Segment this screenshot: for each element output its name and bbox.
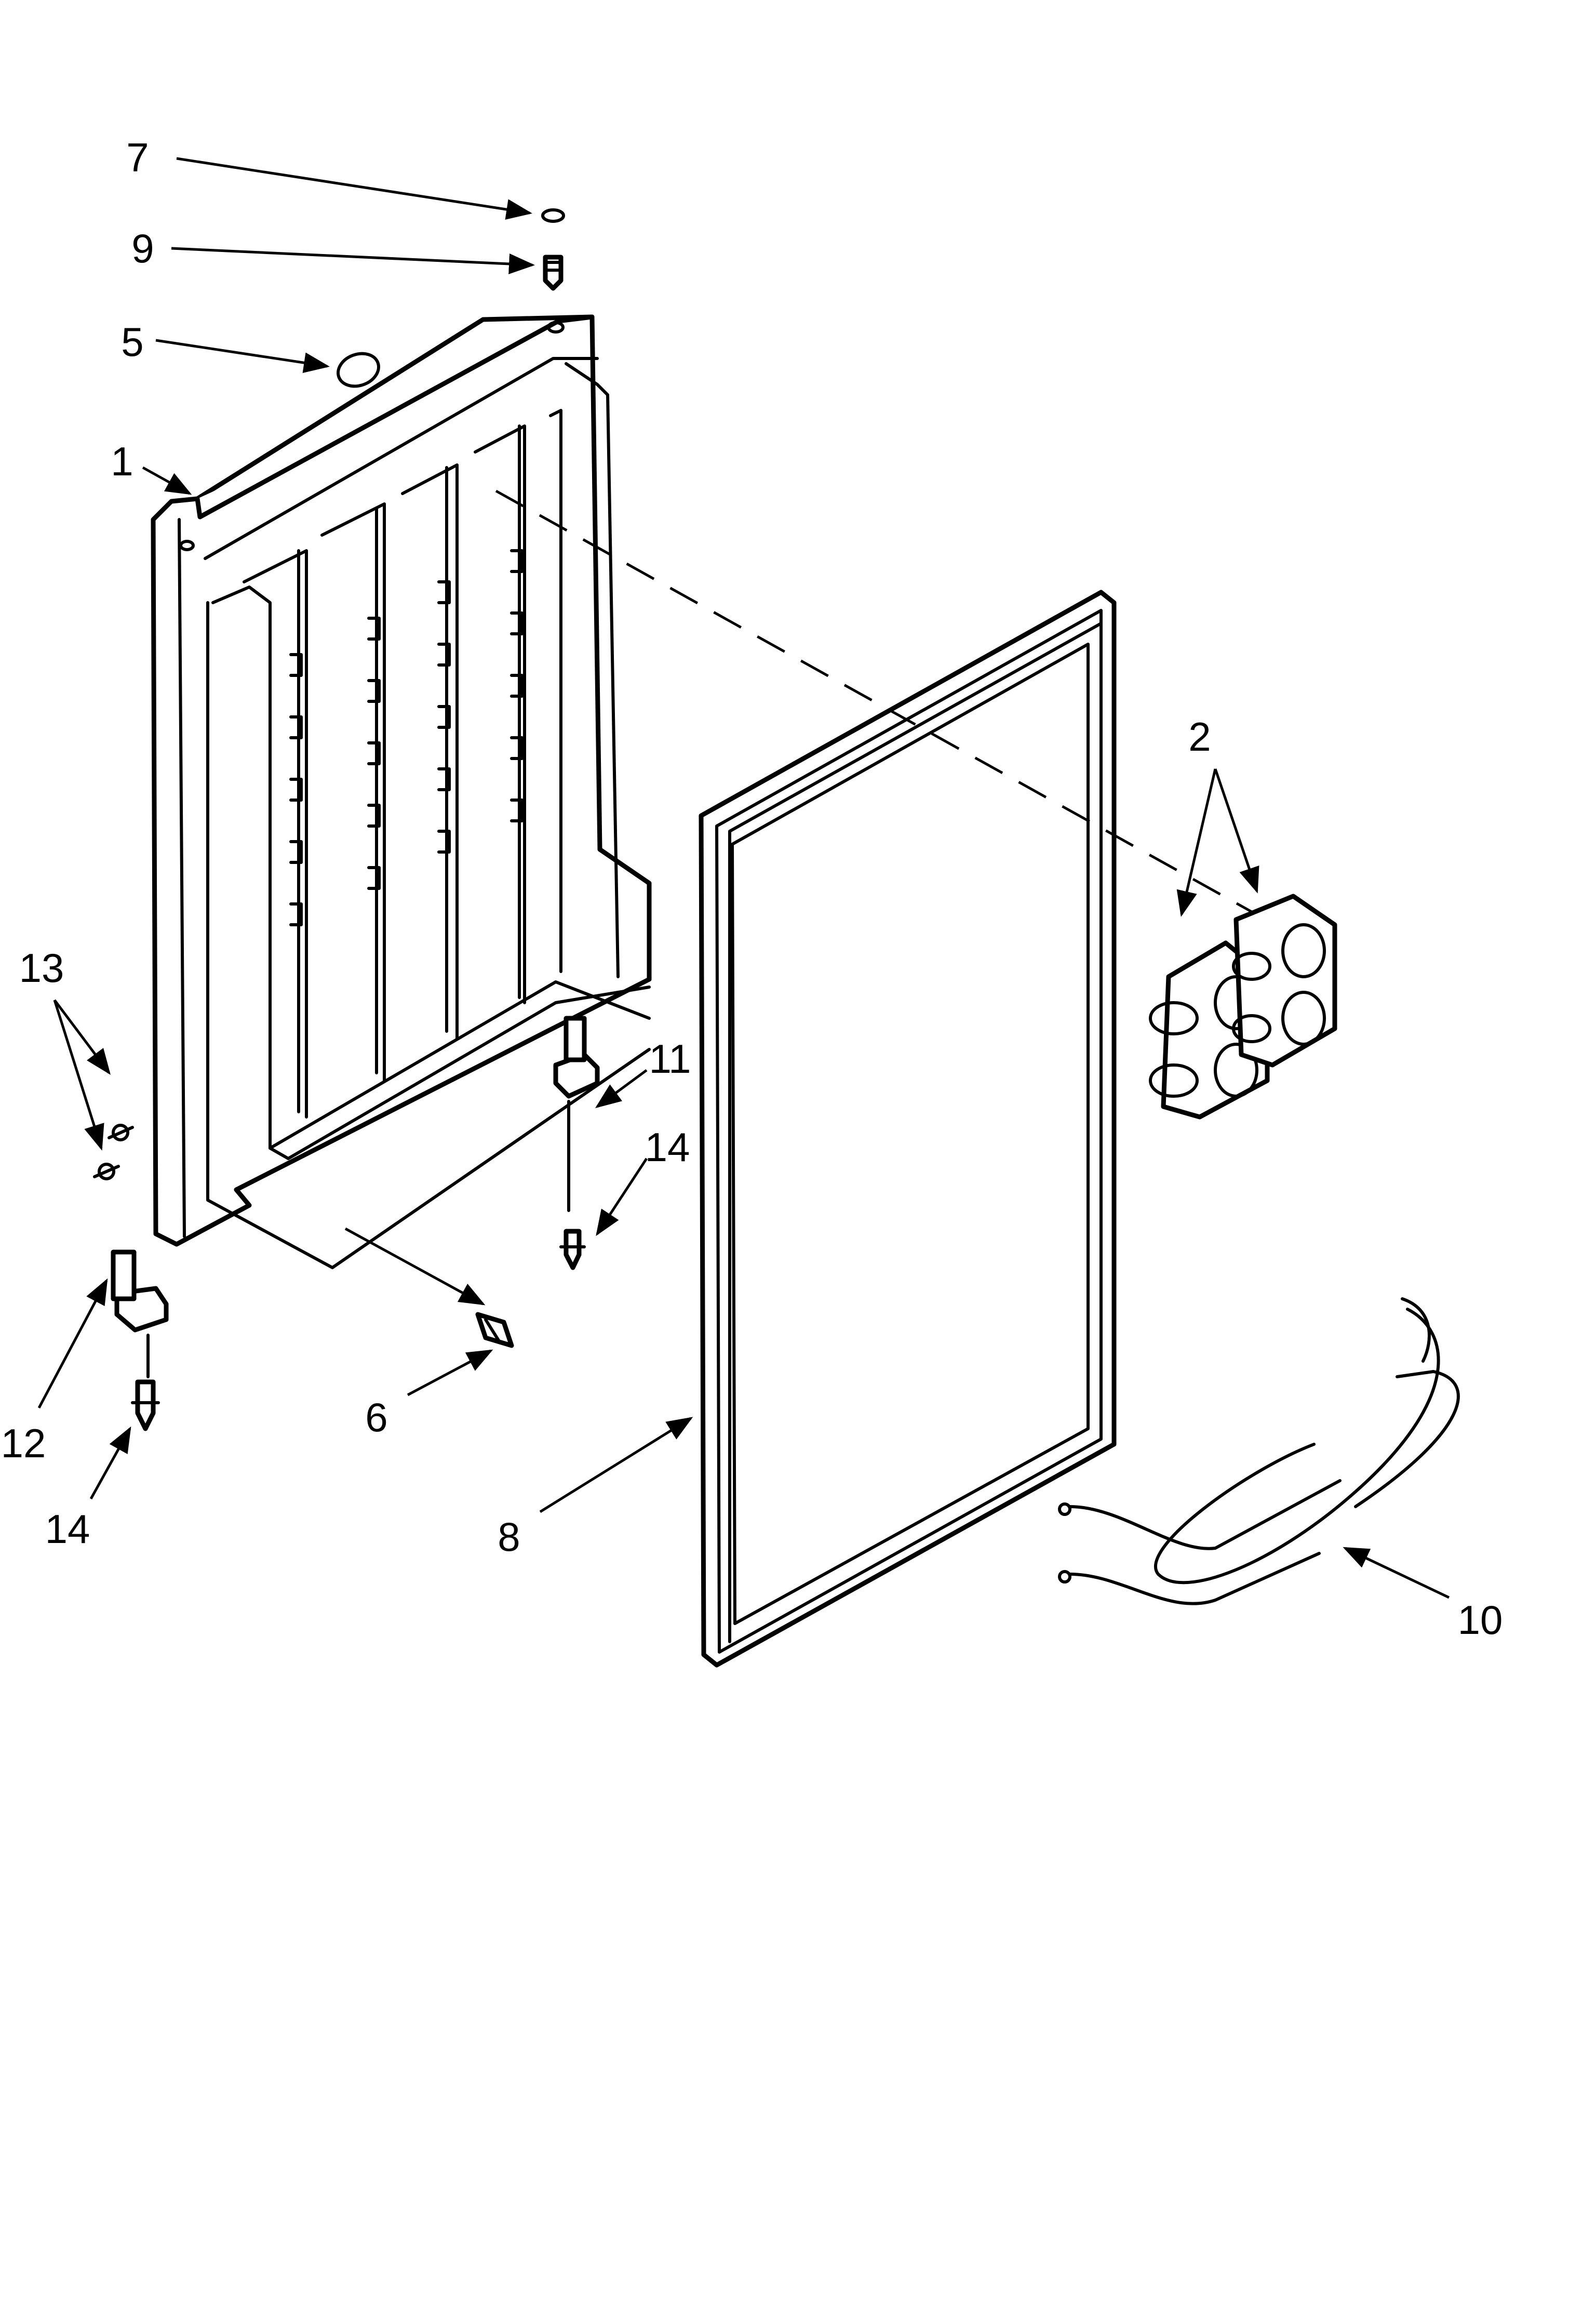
callout-2: 2 (1188, 714, 1211, 760)
callout-5: 5 (121, 319, 143, 365)
callout-14-a: 14 (645, 1124, 690, 1170)
callout-10: 10 (1458, 1597, 1503, 1643)
callout-7: 7 (126, 135, 149, 180)
hinge-bushing-part-9 (543, 255, 564, 291)
callout-13: 13 (19, 945, 64, 991)
alignment-line (495, 489, 1253, 913)
callout-1: 1 (111, 438, 133, 484)
screw-part-14b (131, 1379, 160, 1431)
callout-11: 11 (649, 1036, 691, 1082)
door-liner-part-1 (151, 314, 652, 1269)
screw-part-6 (475, 1312, 514, 1348)
callout-6: 6 (365, 1394, 387, 1440)
heater-wire-part-10 (1058, 1297, 1460, 1605)
screws-part-13 (93, 1124, 134, 1180)
shelf-rails (243, 409, 562, 1119)
callout-9: 9 (131, 225, 154, 271)
hinge-part-11 (553, 1016, 600, 1212)
button-plug-part-5 (337, 352, 380, 388)
screw-part-14a (559, 1229, 586, 1270)
plug-part-7 (541, 208, 565, 223)
callout-14-b: 14 (45, 1506, 90, 1552)
leader-lines (37, 157, 1450, 1599)
door-gasket-part-8 (699, 590, 1117, 1668)
callout-labels: 7 9 5 1 2 13 11 14 12 6 14 8 10 (1, 135, 1503, 1643)
callout-8: 8 (498, 1514, 520, 1560)
callout-12: 12 (1, 1420, 46, 1466)
rail-notches (289, 549, 524, 926)
shelf-retainers-part-2 (1149, 894, 1337, 1120)
hinge-part-12 (111, 1249, 169, 1378)
